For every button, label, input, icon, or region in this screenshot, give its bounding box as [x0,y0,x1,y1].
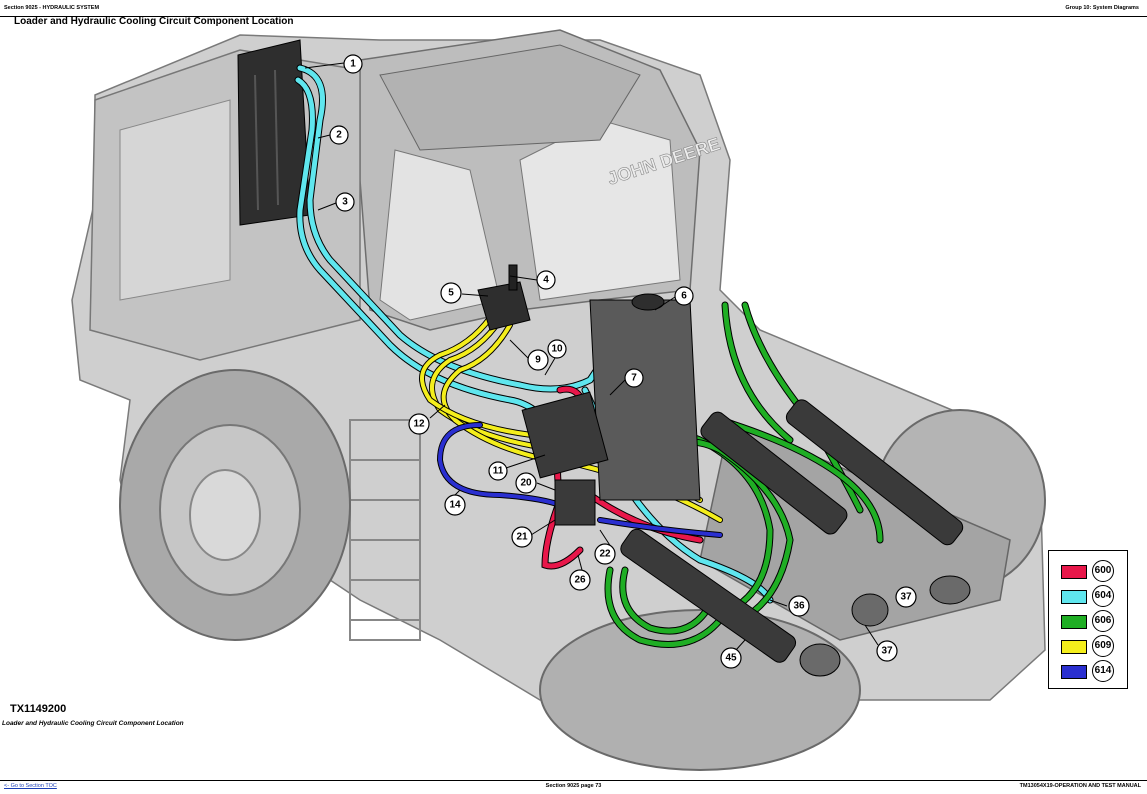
callout-2: 3 [335,192,355,212]
svg-text:5: 5 [448,288,454,299]
svg-text:20: 20 [520,478,532,489]
callout-3: 2 [329,125,349,145]
legend-swatch [1061,615,1087,629]
legend-swatch [1061,665,1087,679]
legend-code: 609 [1092,635,1114,657]
svg-text:36: 36 [793,601,805,612]
oil-cooler [237,39,311,226]
callout-11: 21 [511,526,533,548]
legend-item: 604 [1061,585,1123,607]
callout-37-right: 37 [895,586,917,608]
callout-14: 36 [788,595,810,617]
hydraulic-tank [589,293,701,501]
callout-9: 10 [547,339,567,359]
legend-code: 604 [1092,585,1114,607]
section-label: Section 9025 - HYDRAULIC SYSTEM [4,5,100,11]
legend-item: 614 [1061,660,1123,682]
pilot-controller [477,264,531,331]
section-toc-link[interactable]: <- Go to Section TOC [4,783,57,789]
svg-text:6: 6 [681,291,687,302]
svg-text:9: 9 [535,355,541,366]
rear-wheel [119,369,351,641]
figure-id: TX1149200 [10,703,67,715]
legend-item: 600 [1061,560,1123,582]
callout-4: 1 [343,54,363,74]
callout-37-left: 45 [720,647,742,669]
circuit-legend: 600 604 606 609 614 [1048,550,1128,689]
callout-20: 12 [408,413,430,435]
page-header: Section 9025 - HYDRAULIC SYSTEM Group 10… [0,0,1147,17]
loader-machine-illustration: JOHN DEERE [71,29,1046,771]
callout-45: 5 [440,282,462,304]
group-label: Group 10: System Diagrams [1065,5,1139,11]
callout-7: 11 [488,461,508,481]
callout-5: 4 [536,270,556,290]
svg-text:37: 37 [900,592,912,603]
legend-item: 609 [1061,635,1123,657]
page-number: Section 9025 page 73 [545,783,602,789]
return-lines [436,422,723,538]
svg-text:4: 4 [543,275,549,286]
callout-1: 6 [674,286,694,306]
svg-text:21: 21 [516,532,528,543]
svg-text:7: 7 [631,373,637,384]
svg-text:2: 2 [336,130,342,141]
cylinders [620,399,971,677]
callout-10: 26 [569,569,591,591]
svg-text:14: 14 [449,500,461,511]
legend-swatch [1061,565,1087,579]
svg-text:1: 1 [350,59,356,70]
callout-6: 7 [624,368,644,388]
legend-code: 600 [1092,560,1114,582]
page-title: Loader and Hydraulic Cooling Circuit Com… [14,16,294,27]
callout-21: 14 [444,494,466,516]
page-footer: <- Go to Section TOC Section 9025 page 7… [0,780,1147,794]
legend-swatch [1061,640,1087,654]
svg-text:3: 3 [342,197,348,208]
control-valve [521,391,609,526]
svg-text:11: 11 [493,466,504,477]
svg-text:12: 12 [413,419,425,430]
callout-26: 20 [515,472,537,494]
callout-22: 22 [594,543,616,565]
callout-12: 9 [527,349,549,371]
svg-text:10: 10 [551,344,563,355]
svg-text:26: 26 [574,575,586,586]
legend-code: 606 [1092,610,1114,632]
legend-code: 614 [1092,660,1114,682]
svg-text:22: 22 [599,549,611,560]
legend-swatch [1061,590,1087,604]
callout-36: 37 [876,640,898,662]
svg-text:45: 45 [725,653,737,664]
svg-text:37: 37 [881,646,893,657]
legend-item: 606 [1061,610,1123,632]
manual-title: TM13054X19-OPERATION AND TEST MANUAL [1019,783,1141,789]
figure-caption: Loader and Hydraulic Cooling Circuit Com… [2,720,184,727]
